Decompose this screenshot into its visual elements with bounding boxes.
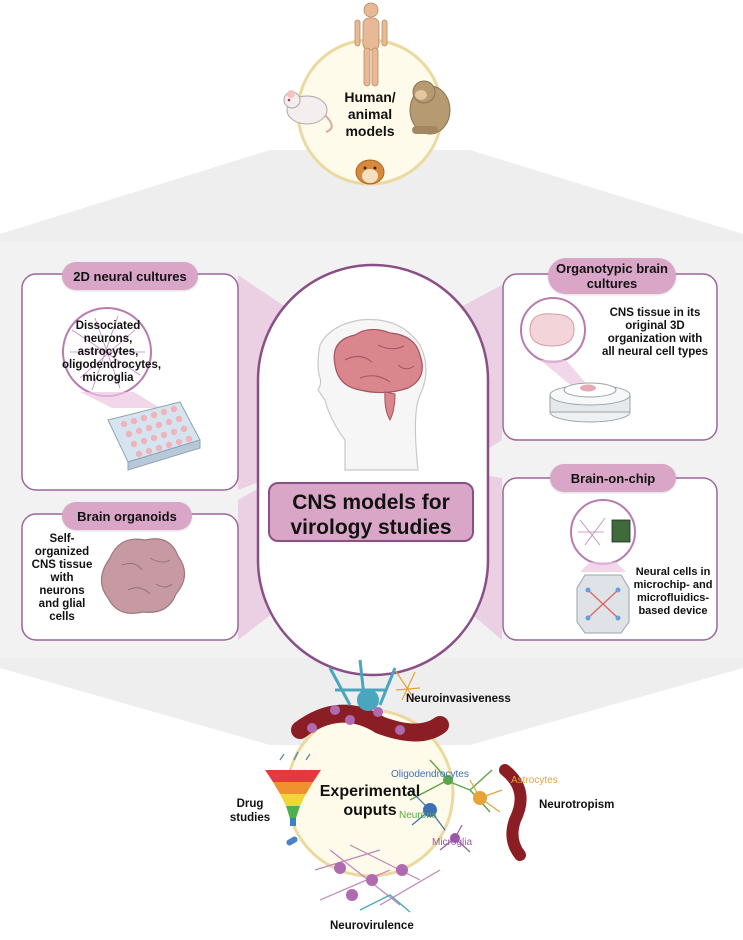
- outputs-title-line1: Experimental: [319, 783, 421, 800]
- hamster-icon: [355, 159, 385, 185]
- top-gray-funnel: [0, 150, 743, 242]
- desc-line: and glial cells: [38, 598, 86, 623]
- neuron-network-icon: [70, 315, 145, 391]
- organoid-icon: [100, 538, 186, 614]
- neuroinvasiveness-illustration: [291, 659, 449, 742]
- human-figure-icon: [354, 2, 388, 87]
- mouse-icon: [283, 90, 333, 133]
- desc-line: based device: [638, 605, 708, 617]
- neural-cells-illustration: [409, 759, 527, 861]
- panel-organotypic-title: Organotypic brain cultures: [548, 258, 676, 294]
- outputs-title: Experimental ouputs: [312, 782, 428, 820]
- top-models-label: Human/ animal models: [330, 89, 410, 140]
- desc-line: Self-: [49, 533, 75, 545]
- desc-line: microchip- and: [633, 579, 713, 591]
- desc-line: astrocytes,: [77, 346, 139, 358]
- top-label-line2: animal: [347, 106, 393, 122]
- desc-line: organized: [34, 546, 90, 558]
- tissue-slice-icon: [529, 313, 575, 347]
- magnifier-beam: [80, 392, 160, 408]
- drug-studies-label: Drug studies: [228, 797, 272, 825]
- chip-beam: [580, 562, 626, 572]
- panel-2d-title: 2D neural cultures: [62, 262, 198, 290]
- desc-line: oligodendrocytes,: [62, 359, 162, 371]
- culture-insert-icon: [549, 382, 631, 423]
- outputs-title-line2: ouputs: [343, 802, 397, 819]
- desc-line: all neural cell types: [601, 346, 709, 358]
- neurotropism-label: Neurotropism: [539, 799, 615, 811]
- desc-line: microfluidics-: [636, 592, 710, 604]
- brain-icon: [333, 328, 423, 422]
- panel-2d-description: Dissociated neurons, astrocytes, oligode…: [62, 320, 162, 385]
- oligodendrocytes-label: Oligodendrocytes: [391, 769, 469, 780]
- desc-line: CNS tissue in its: [609, 307, 701, 319]
- center-title-box: CNS models for virology studies: [268, 482, 474, 542]
- center-title-line1: CNS models for: [292, 491, 450, 514]
- desc-line: organization with: [607, 333, 703, 345]
- chip-neurons-icon: [578, 517, 606, 546]
- neurons-label: Neurons: [399, 810, 437, 821]
- panel-organoids-title: Brain organoids: [62, 502, 192, 530]
- astrocytes-label: Astrocytes: [511, 775, 558, 786]
- microglia-label: Microglia: [432, 837, 473, 848]
- organoid-texture: [121, 557, 173, 595]
- drug-funnel-icon: [265, 751, 321, 846]
- desc-line: original 3D: [625, 320, 685, 332]
- center-title-line2: virology studies: [290, 516, 452, 539]
- neurovirulence-illustration: [314, 844, 441, 913]
- desc-line: CNS tissue: [31, 559, 93, 571]
- neuroinvasiveness-label: Neuroinvasiveness: [406, 693, 511, 705]
- drug-line1: Drug: [236, 798, 264, 810]
- monkey-icon: [409, 80, 451, 135]
- neurovirulence-label: Neurovirulence: [330, 920, 414, 932]
- top-label-line3: models: [345, 123, 395, 139]
- well-plate-icon: [107, 401, 201, 471]
- desc-line: microglia: [82, 372, 134, 384]
- panel-organotypic-description: CNS tissue in its original 3D organizati…: [593, 307, 717, 359]
- tissue-beam: [540, 360, 590, 388]
- organotypic-title-line2: cultures: [586, 276, 638, 291]
- panel-chip-title: Brain-on-chip: [550, 464, 676, 492]
- organotypic-title-line1: Organotypic brain: [556, 261, 668, 276]
- desc-line: neurons,: [83, 333, 133, 345]
- drug-line2: studies: [229, 812, 271, 824]
- panel-organoids-description: Self- organized CNS tissue with neurons …: [28, 533, 96, 624]
- desc-line: Dissociated: [75, 320, 141, 332]
- top-label-line1: Human/: [344, 89, 396, 105]
- panel-chip-description: Neural cells in microchip- and microflui…: [627, 566, 719, 618]
- microfluidic-device-icon: [576, 574, 630, 634]
- desc-line: Neural cells in: [635, 566, 711, 578]
- desc-line: with neurons: [39, 572, 85, 597]
- microchip-icon: [611, 519, 631, 543]
